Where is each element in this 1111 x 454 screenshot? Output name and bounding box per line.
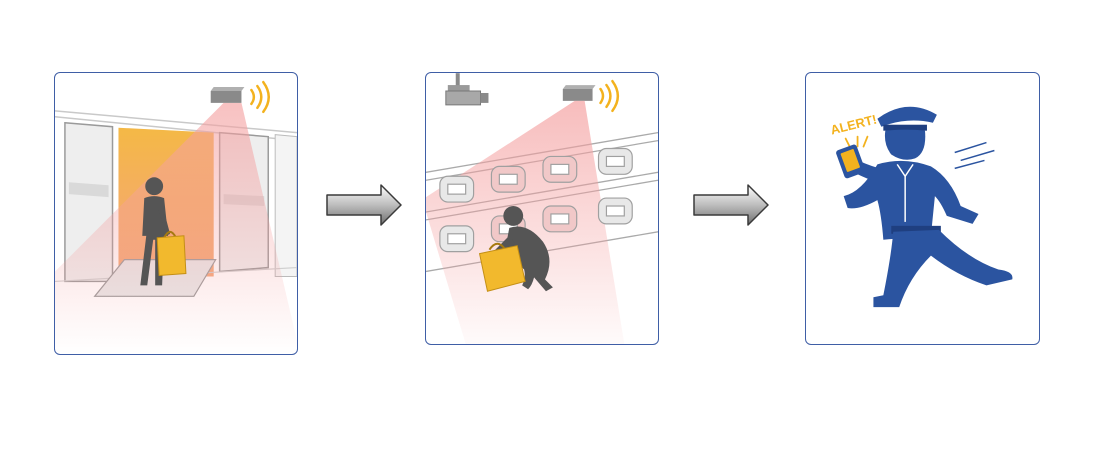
security-camera-icon [445, 73, 489, 106]
alert-label: ALERT! [829, 112, 878, 138]
product-item [542, 205, 578, 233]
wall-line [55, 110, 297, 134]
product-item [490, 165, 526, 193]
product-item [439, 225, 475, 253]
signal-waves-icon [250, 80, 270, 114]
uniform-details [896, 163, 914, 222]
sensor-beam [55, 102, 297, 354]
arrow-right-icon [693, 184, 769, 226]
product-item [439, 175, 475, 203]
product-row-bottom [439, 197, 633, 253]
shopping-bag-icon [478, 242, 526, 292]
product-row-top [439, 147, 633, 203]
shopping-bag-icon [156, 230, 187, 277]
alert-rays [844, 135, 869, 148]
store-entrance-panel [54, 72, 298, 355]
product-item [597, 197, 633, 225]
speed-lines [954, 141, 995, 170]
product-item [597, 147, 633, 175]
store-shelf-panel [425, 72, 659, 345]
sensor-icon [210, 87, 245, 103]
security-response-scene: ALERT! [829, 106, 1013, 308]
security-response-panel: ALERT! [805, 72, 1040, 345]
sensor-icon [562, 85, 596, 101]
product-item [542, 155, 578, 183]
right-wall [274, 134, 297, 277]
smartphone-icon [836, 144, 866, 179]
security-guard-figure [843, 106, 1013, 308]
store-shelf-scene [426, 73, 658, 344]
arrow-right-icon [326, 184, 402, 226]
signal-waves-icon [599, 79, 620, 113]
store-entrance-scene [55, 80, 297, 354]
door-handle-left [68, 182, 109, 198]
